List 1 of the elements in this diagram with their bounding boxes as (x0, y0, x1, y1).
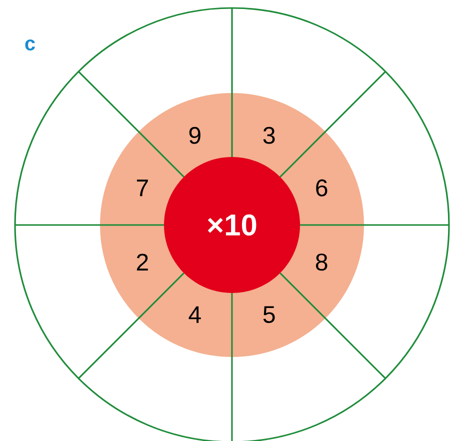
panel-letter: c (25, 40, 35, 50)
